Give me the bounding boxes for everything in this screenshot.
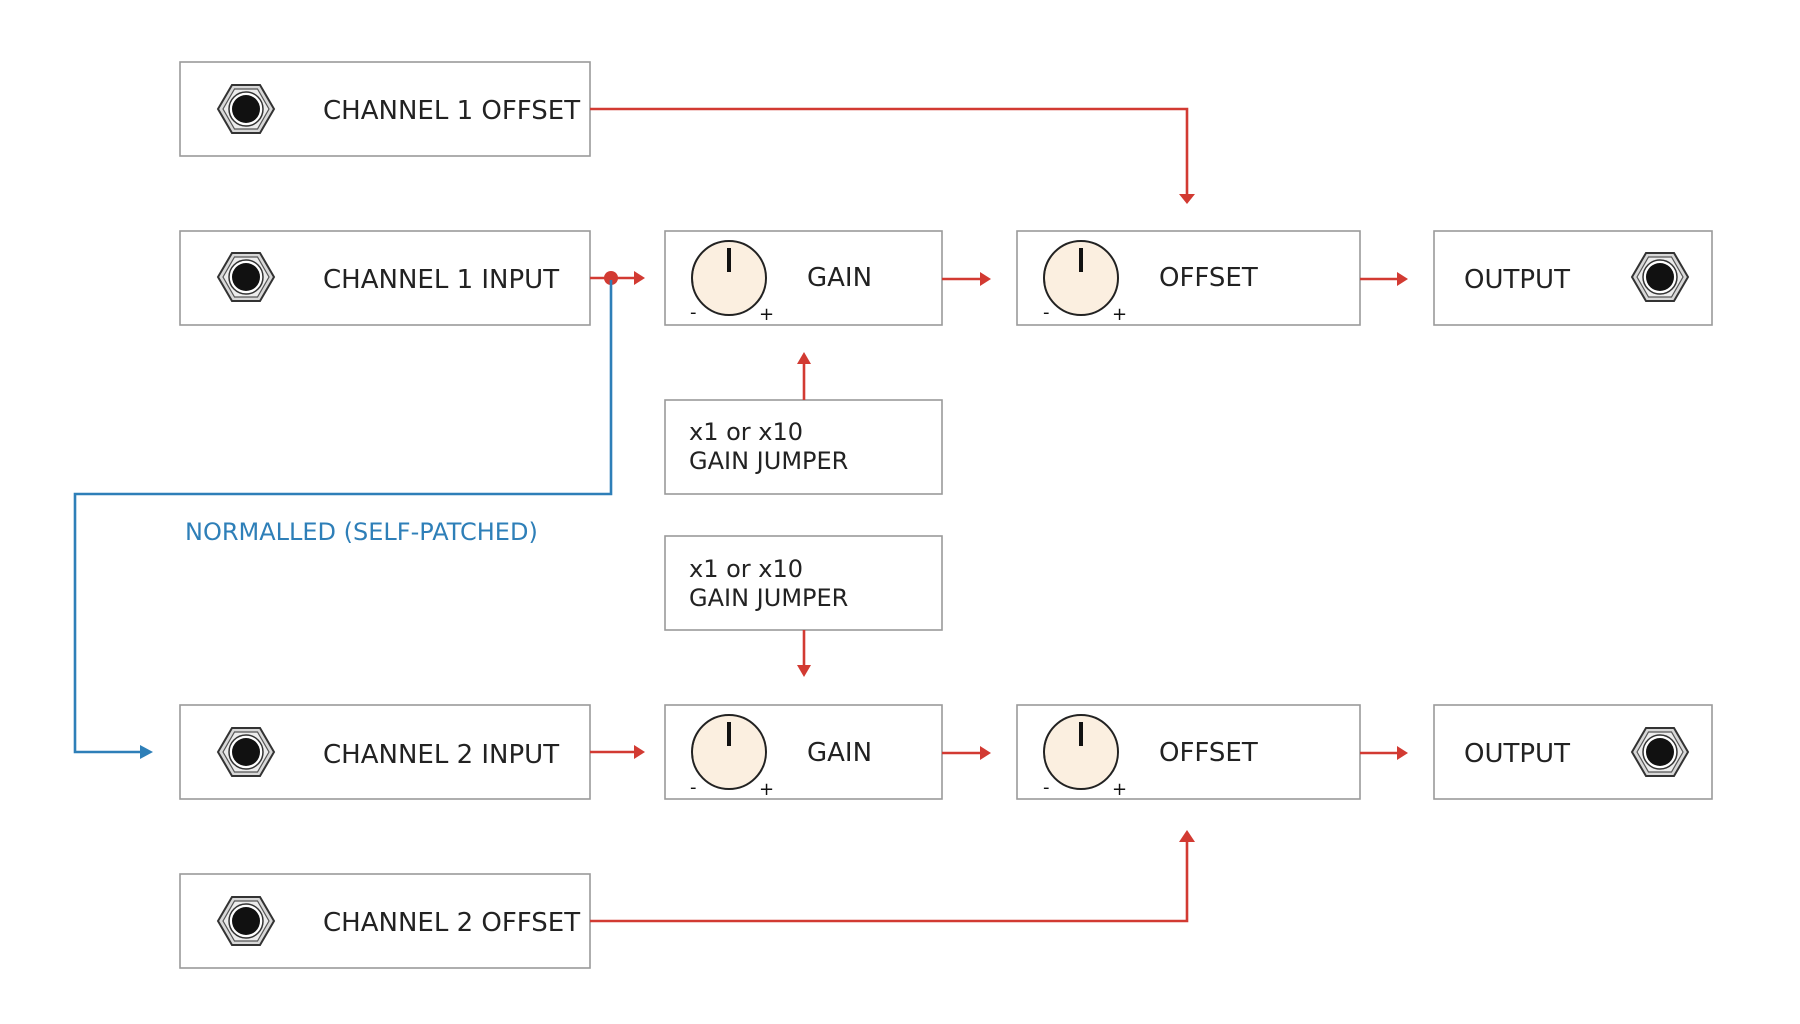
normalled-connection: NORMALLED (SELF-PATCHED) xyxy=(73,280,613,759)
offset-label: OFFSET xyxy=(1159,263,1258,293)
output-label: OUTPUT xyxy=(1464,739,1570,769)
knob-icon xyxy=(690,239,768,317)
channel1-output-box: OUTPUT xyxy=(1433,230,1713,326)
junction-dot xyxy=(604,271,618,285)
arrow-right-icon xyxy=(140,745,153,759)
channel1-gain-jumper-box: x1 or x10 GAIN JUMPER xyxy=(664,399,943,495)
output-label: OUTPUT xyxy=(1464,265,1570,295)
channel1-offset-label: CHANNEL 1 OFFSET xyxy=(323,96,580,126)
arrow-right-icon xyxy=(1397,746,1408,760)
arrow-right-icon xyxy=(634,271,645,285)
channel2-input-jack-box: CHANNEL 2 INPUT xyxy=(179,704,591,800)
channel2-offset-box: - + OFFSET xyxy=(1016,704,1361,800)
knob-plus-sign: + xyxy=(1112,779,1127,800)
channel1-offset-box: - + OFFSET xyxy=(1016,230,1361,326)
channel1-input-label: CHANNEL 1 INPUT xyxy=(323,265,559,295)
channel1-gain-box: - + GAIN xyxy=(664,230,943,326)
gain-label: GAIN xyxy=(807,738,872,768)
arrow-up-icon xyxy=(1179,830,1195,842)
normalled-wire xyxy=(73,280,613,754)
arrow-down-icon xyxy=(1179,194,1195,204)
knob-plus-sign: + xyxy=(759,779,774,800)
channel2-gain-box: - + GAIN xyxy=(664,704,943,800)
jumper-line2: GAIN JUMPER xyxy=(689,584,848,612)
gain-label: GAIN xyxy=(807,263,872,293)
arrow-down-icon xyxy=(797,665,811,677)
jumper-line2: GAIN JUMPER xyxy=(689,447,848,475)
arrow-up-icon xyxy=(797,352,811,364)
channel1-input-jack-box: CHANNEL 1 INPUT xyxy=(179,230,591,326)
arrow-right-icon xyxy=(980,746,991,760)
ch1-offset-wire xyxy=(590,107,1189,196)
knob-plus-sign: + xyxy=(1112,304,1127,325)
signal-connections xyxy=(590,107,1408,923)
knob-minus-sign: - xyxy=(1043,777,1050,798)
knob-icon xyxy=(690,713,768,791)
channel2-input-label: CHANNEL 2 INPUT xyxy=(323,740,559,770)
jumper-line1: x1 or x10 xyxy=(689,418,803,446)
ch2-offset-wire xyxy=(590,840,1189,923)
knob-icon xyxy=(1042,713,1120,791)
knob-minus-sign: - xyxy=(1043,302,1050,323)
arrow-right-icon xyxy=(980,272,991,286)
offset-label: OFFSET xyxy=(1159,738,1258,768)
arrow-right-icon xyxy=(1397,272,1408,286)
channel2-offset-jack-box: CHANNEL 2 OFFSET xyxy=(179,873,591,969)
knob-plus-sign: + xyxy=(759,304,774,325)
channel2-offset-label: CHANNEL 2 OFFSET xyxy=(323,908,580,938)
channel2-gain-jumper-box: x1 or x10 GAIN JUMPER xyxy=(664,535,943,631)
knob-icon xyxy=(1042,239,1120,317)
channel1-offset-jack-box: CHANNEL 1 OFFSET xyxy=(179,61,591,157)
channel2-output-box: OUTPUT xyxy=(1433,704,1713,800)
jumper-line1: x1 or x10 xyxy=(689,555,803,583)
knob-minus-sign: - xyxy=(690,302,697,323)
arrow-right-icon xyxy=(634,745,645,759)
normalled-label: NORMALLED (SELF-PATCHED) xyxy=(185,518,538,546)
knob-minus-sign: - xyxy=(690,777,697,798)
